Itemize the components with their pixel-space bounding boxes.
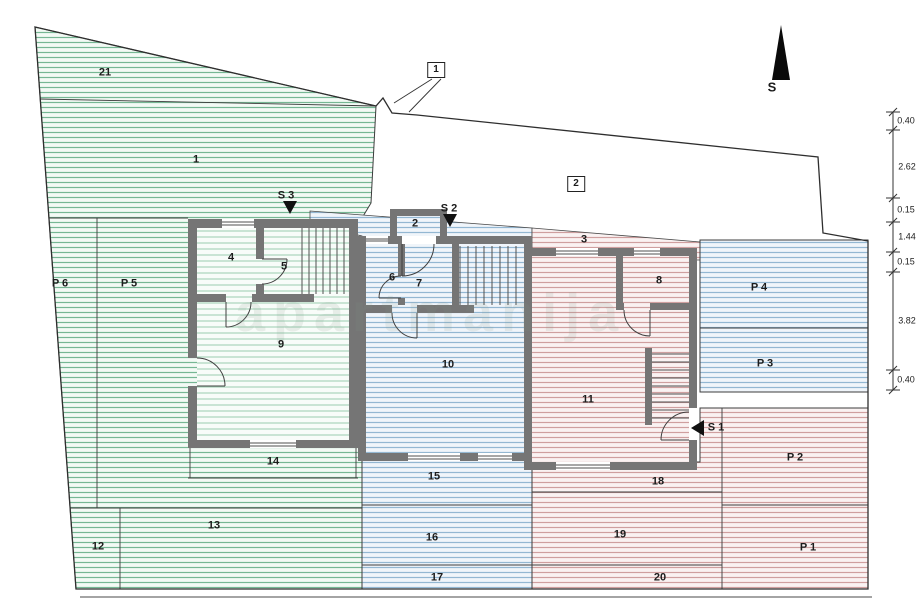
zone-blue-parking-east [699, 239, 869, 393]
doors [196, 243, 690, 441]
dimension-label: 0.15 [897, 256, 915, 267]
area-label: 2 [411, 217, 419, 230]
dimension-label: 0.40 [897, 115, 915, 126]
area-label: 16 [425, 531, 439, 544]
section-label: S 3 [277, 189, 295, 202]
stairs-middle-house [459, 246, 517, 305]
area-label: P 6 [51, 277, 69, 290]
callout-label: 1 [427, 62, 445, 78]
section-marker-s1-icon [691, 420, 704, 436]
dimension-label: 2.62 [898, 161, 916, 172]
windows [222, 219, 660, 470]
area-label: 10 [441, 358, 455, 371]
section-label: S 1 [707, 421, 725, 434]
area-label: 6 [388, 271, 396, 284]
stairs-left-house [301, 228, 345, 294]
area-label: P 5 [120, 277, 138, 290]
area-label: 9 [277, 338, 285, 351]
section-marker-s3-icon [283, 201, 297, 214]
area-label: 19 [613, 528, 627, 541]
area-label: 18 [651, 475, 665, 488]
area-label: 12 [91, 540, 105, 553]
area-label: P 4 [750, 281, 768, 294]
area-label: 17 [430, 571, 444, 584]
callout-label: 2 [567, 176, 585, 192]
parcel-lines [39, 98, 377, 589]
stairs-right-house [652, 353, 689, 419]
scale-ruler [886, 107, 900, 395]
area-label: 21 [98, 66, 112, 79]
area-label: P 1 [799, 541, 817, 554]
area-label: 3 [580, 233, 588, 246]
area-label: 7 [415, 277, 423, 290]
area-label: 11 [582, 393, 594, 406]
site-boundary [34, 26, 869, 590]
dimension-label: 0.15 [897, 204, 915, 215]
area-label: P 2 [786, 451, 804, 464]
area-label: P 3 [756, 357, 774, 370]
left-house-interior [197, 228, 349, 440]
north-label: S [767, 79, 777, 95]
right-house-interior [532, 256, 689, 462]
area-label: 13 [207, 519, 221, 532]
area-label: 8 [655, 274, 663, 287]
section-label: S 2 [440, 202, 458, 215]
north-arrow-icon [772, 25, 790, 80]
dimension-label: 1.44 [898, 231, 916, 242]
middle-house-interior [366, 244, 524, 453]
area-label: 20 [653, 571, 667, 584]
area-label: 4 [227, 251, 235, 264]
area-label: 15 [427, 470, 441, 483]
callout-leader-lines [393, 78, 442, 113]
section-marker-s2-icon [443, 214, 457, 227]
building-interiors [197, 216, 689, 462]
area-label: 1 [192, 153, 200, 166]
area-label: 5 [280, 260, 288, 273]
dimension-label: 3.82 [898, 315, 916, 326]
area-label: 14 [266, 455, 280, 468]
dimension-label: 0.40 [897, 374, 915, 385]
